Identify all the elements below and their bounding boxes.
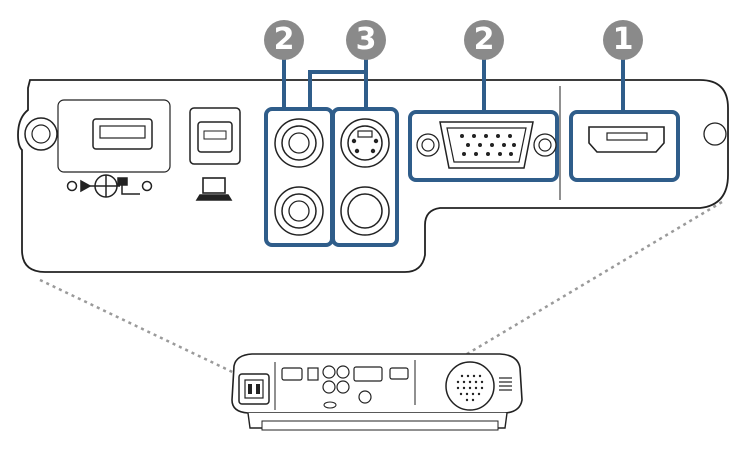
speaker-grille [445, 361, 495, 411]
usb-a-port-icon [57, 99, 171, 173]
callout-bracket [282, 58, 368, 109]
callout-left-composite: 2 [264, 20, 304, 60]
computer-icon [195, 177, 233, 201]
leader-line-right [419, 200, 723, 384]
callout-hdmi: 1 [603, 20, 643, 60]
leader-lines [39, 200, 723, 384]
svideo-ports [331, 107, 399, 247]
callout-vga: 2 [464, 20, 504, 60]
projector-illustration [231, 353, 523, 431]
screw-left [24, 117, 58, 151]
hdmi-port [569, 58, 680, 182]
leader-line-left [39, 278, 246, 380]
composite-ports [264, 107, 334, 247]
usb-symbol-icon [66, 174, 153, 198]
usb-b-port-icon [189, 107, 241, 165]
callout-svideo: 3 [346, 20, 386, 60]
vga-port [408, 58, 559, 182]
screw-right [703, 122, 727, 146]
